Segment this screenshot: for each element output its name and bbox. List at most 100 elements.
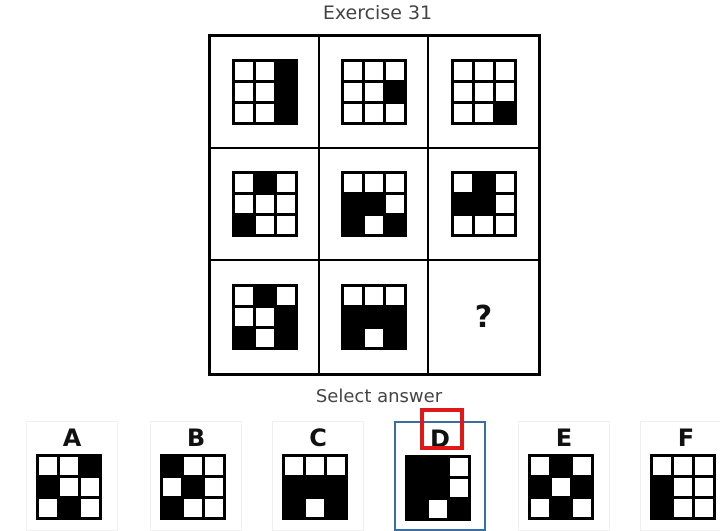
filled-square	[474, 174, 493, 192]
empty-square	[674, 457, 692, 475]
empty-square	[495, 195, 514, 213]
empty-square	[474, 83, 493, 101]
empty-square	[385, 174, 404, 192]
option-f[interactable]: F	[640, 421, 720, 531]
empty-square	[255, 216, 274, 234]
filled-square	[364, 195, 383, 213]
option-b[interactable]: B	[150, 421, 242, 531]
empty-square	[695, 457, 713, 475]
filled-square	[327, 499, 345, 517]
empty-square	[453, 174, 472, 192]
filled-square	[234, 329, 253, 347]
empty-square	[39, 499, 57, 517]
empty-square	[234, 83, 253, 101]
filled-square	[450, 500, 468, 518]
empty-square	[385, 287, 404, 305]
empty-square	[285, 457, 303, 475]
filled-square	[276, 308, 295, 326]
empty-square	[364, 83, 383, 101]
empty-square	[255, 83, 274, 101]
empty-square	[364, 216, 383, 234]
filled-square	[385, 308, 404, 326]
option-e[interactable]: E	[518, 421, 610, 531]
filled-square	[306, 478, 324, 496]
filled-square	[429, 458, 447, 476]
empty-square	[695, 478, 713, 496]
empty-square	[234, 308, 253, 326]
filled-square	[364, 308, 383, 326]
empty-square	[205, 457, 223, 475]
pattern-grid	[231, 171, 298, 237]
empty-square	[450, 479, 468, 497]
empty-square	[276, 287, 295, 305]
puzzle-matrix: ?	[208, 34, 541, 376]
filled-square	[81, 457, 99, 475]
option-grid	[528, 454, 594, 520]
filled-square	[408, 479, 426, 497]
option-d[interactable]: D	[394, 421, 486, 531]
empty-square	[255, 308, 274, 326]
empty-square	[674, 499, 692, 517]
filled-square	[276, 62, 295, 80]
option-letter: C	[309, 424, 327, 452]
empty-square	[450, 458, 468, 476]
option-c[interactable]: C	[272, 421, 364, 531]
filled-square	[552, 457, 570, 475]
filled-square	[163, 499, 181, 517]
option-letter: F	[677, 424, 695, 452]
filled-square	[255, 287, 274, 305]
pattern-grid	[340, 59, 407, 125]
filled-square	[276, 83, 295, 101]
empty-square	[573, 457, 591, 475]
empty-square	[234, 195, 253, 213]
empty-square	[674, 478, 692, 496]
filled-square	[495, 104, 514, 122]
empty-square	[276, 216, 295, 234]
pattern-grid	[340, 284, 407, 350]
empty-square	[255, 104, 274, 122]
empty-square	[385, 104, 404, 122]
empty-square	[495, 216, 514, 234]
filled-square	[327, 478, 345, 496]
filled-square	[552, 499, 570, 517]
filled-square	[276, 104, 295, 122]
empty-square	[385, 195, 404, 213]
puzzle-cell-missing: ?	[429, 261, 538, 373]
empty-square	[234, 174, 253, 192]
option-letter: D	[430, 425, 450, 453]
option-a[interactable]: A	[26, 421, 118, 531]
empty-square	[184, 499, 202, 517]
filled-square	[285, 478, 303, 496]
option-grid	[405, 455, 471, 521]
empty-square	[364, 104, 383, 122]
empty-square	[234, 62, 253, 80]
pattern-grid	[450, 59, 517, 125]
filled-square	[408, 458, 426, 476]
empty-square	[429, 500, 447, 518]
filled-square	[343, 195, 362, 213]
option-letter: B	[186, 424, 206, 452]
empty-square	[495, 62, 514, 80]
empty-square	[255, 195, 274, 213]
empty-square	[364, 287, 383, 305]
puzzle-cell-1-3	[429, 37, 538, 149]
pattern-grid	[231, 284, 298, 350]
empty-square	[364, 62, 383, 80]
empty-square	[39, 457, 57, 475]
empty-square	[474, 216, 493, 234]
empty-square	[306, 457, 324, 475]
filled-square	[234, 216, 253, 234]
empty-square	[60, 457, 78, 475]
empty-square	[531, 499, 549, 517]
filled-square	[255, 174, 274, 192]
empty-square	[573, 499, 591, 517]
empty-square	[653, 457, 671, 475]
empty-square	[453, 83, 472, 101]
filled-square	[184, 478, 202, 496]
filled-square	[276, 329, 295, 347]
empty-square	[364, 329, 383, 347]
pattern-grid	[450, 171, 517, 237]
empty-square	[343, 62, 362, 80]
empty-square	[234, 287, 253, 305]
empty-square	[695, 499, 713, 517]
